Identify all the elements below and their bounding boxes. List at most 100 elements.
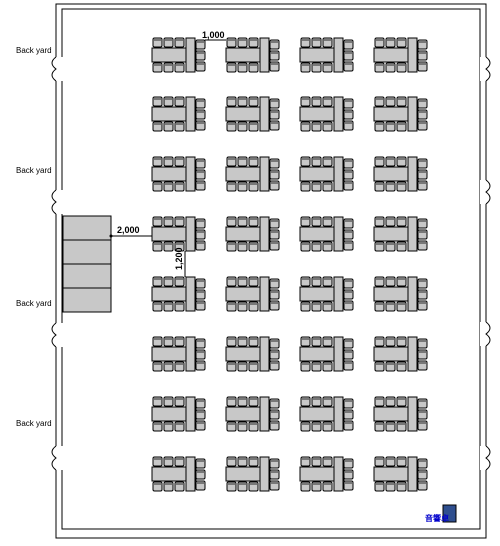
chair [163, 396, 174, 407]
chair-seat [385, 37, 396, 48]
chair [343, 240, 354, 251]
chair [195, 120, 206, 131]
chair [269, 480, 280, 491]
end-table [333, 96, 344, 132]
chair [385, 481, 396, 492]
chair-seat [195, 218, 206, 229]
chair-seat [300, 62, 311, 73]
chair-seat [374, 241, 385, 252]
chair [322, 421, 333, 432]
chair [343, 360, 354, 371]
chair-seat [248, 121, 259, 132]
chair-seat [195, 109, 206, 120]
chair-seat [195, 61, 206, 72]
chair [417, 289, 428, 300]
chair [226, 481, 237, 492]
chair-seat [226, 361, 237, 372]
chair [343, 480, 354, 491]
chair [226, 181, 237, 192]
chair-seat [417, 349, 428, 360]
chair-seat [396, 421, 407, 432]
door-swing [485, 56, 491, 82]
chair-seat [152, 276, 163, 287]
chair [300, 301, 311, 312]
chair [152, 396, 163, 407]
chair [300, 37, 311, 48]
chair-seat [385, 62, 396, 73]
chair [343, 120, 354, 131]
chair [417, 218, 428, 229]
chair-seat [300, 96, 311, 107]
chair-seat [152, 396, 163, 407]
chair [152, 121, 163, 132]
chair-seat [248, 421, 259, 432]
chair [237, 301, 248, 312]
chair-seat [226, 456, 237, 467]
chair [163, 336, 174, 347]
sound-booth-console [442, 504, 457, 523]
chair [417, 61, 428, 72]
chair [152, 481, 163, 492]
chair-seat [195, 349, 206, 360]
chair-seat [417, 61, 428, 72]
chair-seat [343, 120, 354, 131]
chair-seat [152, 156, 163, 167]
chair [163, 421, 174, 432]
chair [385, 216, 396, 227]
chair [248, 241, 259, 252]
chair [343, 300, 354, 311]
door-opening [480, 322, 488, 346]
chair [396, 37, 407, 48]
door-swing [51, 56, 57, 82]
chair-seat [385, 301, 396, 312]
chair [269, 469, 280, 480]
chair-seat [300, 181, 311, 192]
chair [417, 169, 428, 180]
door [51, 56, 63, 82]
chair [269, 458, 280, 469]
chair-seat [417, 169, 428, 180]
chair-seat [322, 37, 333, 48]
table-group [299, 156, 354, 192]
chair [374, 301, 385, 312]
chair [163, 276, 174, 287]
chair [163, 361, 174, 372]
chair-seat [174, 481, 185, 492]
chair-seat [152, 62, 163, 73]
chair [195, 50, 206, 61]
chair [311, 156, 322, 167]
chair-seat [269, 300, 280, 311]
chair [343, 61, 354, 72]
chair-seat [417, 289, 428, 300]
chair [226, 456, 237, 467]
chair [152, 361, 163, 372]
chair-seat [195, 240, 206, 251]
chair-seat [226, 396, 237, 407]
chair [248, 62, 259, 73]
chair-seat [163, 96, 174, 107]
chair-seat [269, 338, 280, 349]
chair-seat [374, 216, 385, 227]
table-group [299, 456, 354, 492]
chair-seat [343, 158, 354, 169]
chair-seat [195, 469, 206, 480]
chair-seat [417, 158, 428, 169]
chair [417, 98, 428, 109]
chair [248, 456, 259, 467]
chair [374, 96, 385, 107]
chair [417, 420, 428, 431]
chair [237, 276, 248, 287]
chair-seat [174, 37, 185, 48]
table-group [225, 216, 280, 252]
chair [311, 96, 322, 107]
chair [269, 50, 280, 61]
chair-seat [269, 469, 280, 480]
chair-seat [237, 181, 248, 192]
end-table [407, 336, 418, 372]
chair-seat [374, 481, 385, 492]
chair-seat [417, 240, 428, 251]
chair [226, 336, 237, 347]
door-swing [51, 322, 57, 348]
chair [152, 241, 163, 252]
chair [396, 181, 407, 192]
